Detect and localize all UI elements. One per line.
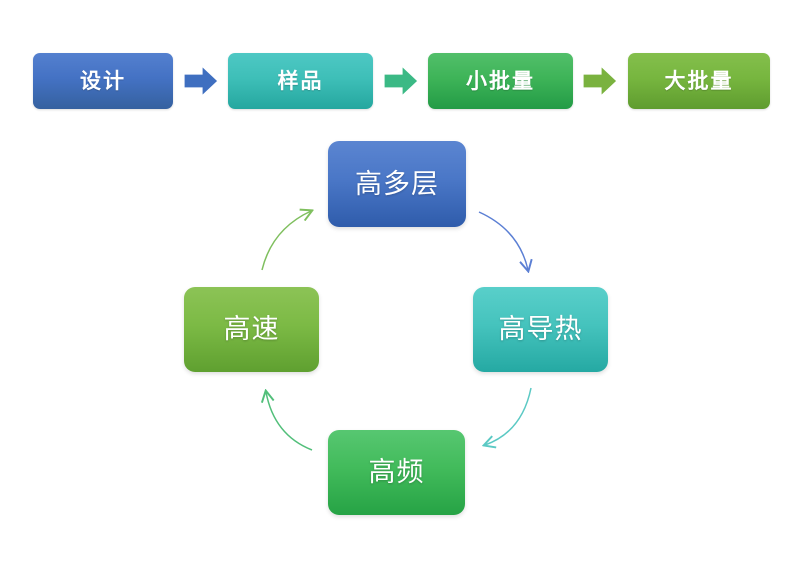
- right-arrow-icon: [382, 62, 420, 100]
- process-step-label: 设计: [80, 68, 126, 93]
- curved-arrow-top-to-right: [478, 211, 528, 270]
- right-arrow-icon: [182, 62, 220, 100]
- process-step-small-batch[interactable]: 小批量: [428, 53, 573, 109]
- cycle-arrows-group: [0, 130, 800, 451]
- right-arrow-icon: [581, 62, 619, 100]
- process-step-label: 样品: [277, 68, 324, 93]
- cycle-diagram: 高多层 高导热 高频 高速: [0, 130, 800, 564]
- process-step-design[interactable]: 设计: [33, 53, 173, 109]
- cycle-node-label: 高频: [368, 457, 425, 488]
- cycle-node-high-multilayer[interactable]: 高多层: [328, 141, 466, 227]
- process-banner: 设计 样品 小批量 大批量: [0, 0, 800, 130]
- cycle-node-high-frequency[interactable]: 高频: [328, 430, 465, 515]
- cycle-node-high-thermal-conductivity[interactable]: 高导热: [473, 287, 608, 372]
- curved-arrow-bottom-to-left: [266, 392, 313, 451]
- cycle-node-high-speed[interactable]: 高速: [184, 287, 319, 372]
- process-step-sample[interactable]: 样品: [228, 53, 373, 109]
- cycle-node-label: 高多层: [355, 168, 439, 200]
- process-step-label: 小批量: [466, 68, 535, 93]
- process-step-label: 大批量: [664, 68, 734, 93]
- process-step-mass-production[interactable]: 大批量: [628, 53, 770, 109]
- cycle-node-label: 高速: [223, 314, 280, 345]
- curved-arrow-left-to-top: [261, 211, 311, 271]
- cycle-node-label: 高导热: [498, 314, 583, 345]
- curved-arrow-right-to-bottom: [485, 387, 532, 445]
